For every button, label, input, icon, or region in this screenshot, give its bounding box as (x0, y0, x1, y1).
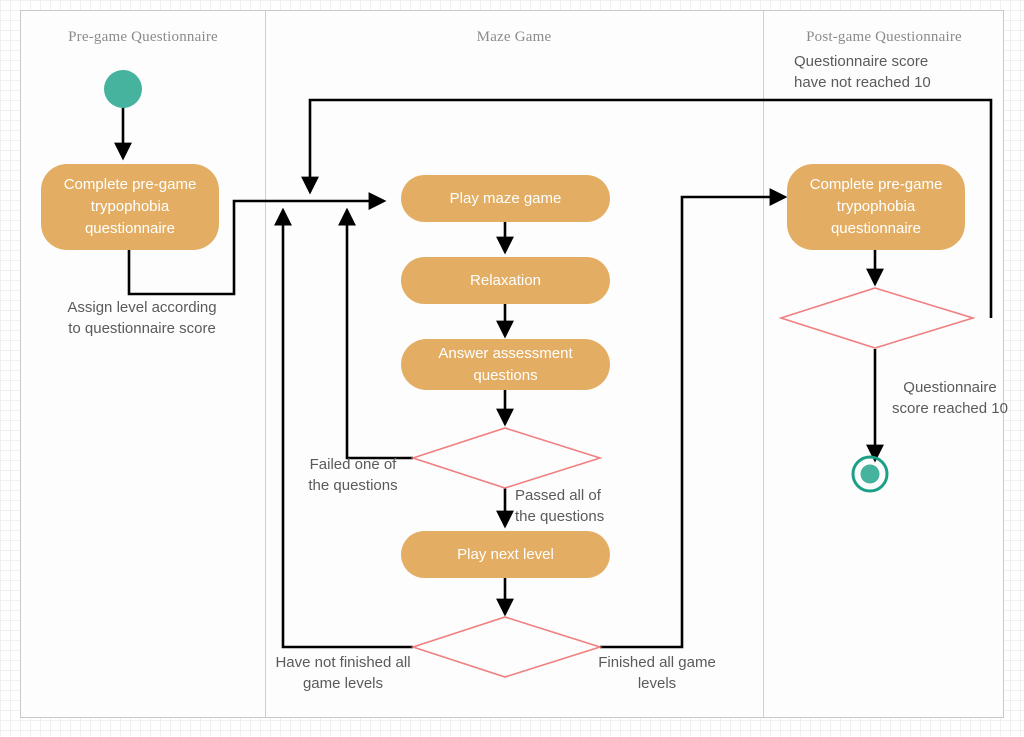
action-play-next-level[interactable]: Play next level (401, 531, 610, 578)
label-passed-questions: Passed all of the questions (515, 487, 605, 526)
lane-title-pre-game: Pre-game Questionnaire (68, 29, 218, 45)
label-finished-levels: Finished all game levels (598, 654, 716, 693)
label-score-not-reached: Questionnaire score have not reached 10 (794, 53, 931, 92)
lane-title-maze-game: Maze Game (476, 29, 552, 45)
label-failed-questions: Failed one of the questions (308, 456, 398, 495)
action-relaxation[interactable]: Relaxation (401, 257, 610, 304)
action-complete-post-game-questionnaire[interactable]: Complete pre-game trypophobia questionna… (787, 164, 965, 250)
lane-title-post-game: Post-game Questionnaire (806, 29, 962, 45)
action-answer-assessment-questions[interactable]: Answer assessment questions (401, 339, 610, 390)
label-score-reached: Questionnaire score reached 10 (892, 379, 1008, 418)
action-complete-pre-game-questionnaire[interactable]: Complete pre-game trypophobia questionna… (41, 164, 219, 250)
label-not-finished-levels: Have not finished all game levels (275, 654, 411, 693)
lane-divider-2 (763, 11, 764, 717)
lane-divider-1 (265, 11, 266, 717)
label-assign-level: Assign level according to questionnaire … (67, 299, 217, 338)
action-play-maze-game[interactable]: Play maze game (401, 175, 610, 222)
